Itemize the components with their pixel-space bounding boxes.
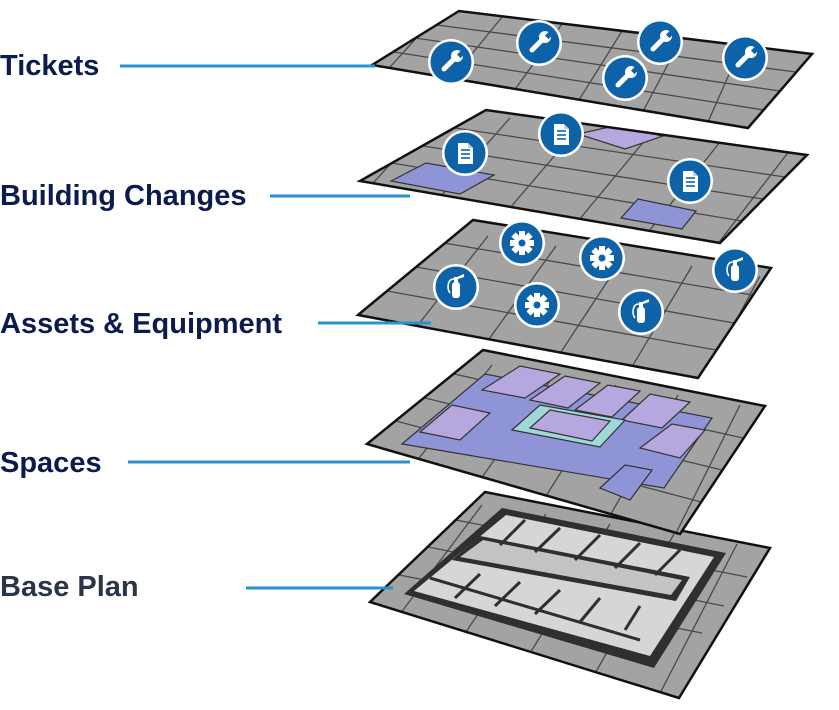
assets-plate [358, 220, 771, 378]
gear-icon [514, 282, 560, 328]
gear-icon [499, 220, 545, 266]
spaces-layer [364, 348, 768, 536]
fire-extinguisher-icon [618, 289, 664, 335]
base-plan-border [367, 490, 772, 700]
fire-extinguisher-icon [433, 264, 479, 310]
wrench-icon [428, 39, 474, 85]
base-plan-label: Base Plan [0, 571, 139, 603]
assets-equipment-label: Assets & Equipment [0, 308, 282, 340]
tickets-label: Tickets [0, 50, 99, 82]
icon-badges [428, 19, 768, 335]
base-plan-walls [404, 508, 726, 668]
gear-icon [579, 235, 625, 281]
wrench-icon [722, 35, 768, 81]
spaces-label: Spaces [0, 447, 102, 479]
building-changes-label: Building Changes [0, 180, 247, 212]
layer-labels: Tickets Building Changes Assets & Equipm… [0, 50, 282, 603]
tickets-plate [372, 11, 812, 128]
document-icon [442, 130, 488, 176]
base-plan-layer [367, 490, 772, 700]
tickets-border [368, 9, 815, 130]
wrench-icon [602, 55, 648, 101]
wrench-icon [637, 19, 683, 65]
spaces-border [364, 348, 768, 536]
leader-lines [120, 64, 431, 590]
document-icon [538, 111, 584, 157]
document-icon [667, 158, 713, 204]
fire-extinguisher-icon [712, 247, 758, 293]
assets-border [355, 218, 774, 380]
spaces-rooms [400, 365, 714, 501]
building-changes-border [356, 108, 810, 245]
wrench-icon [516, 20, 562, 66]
